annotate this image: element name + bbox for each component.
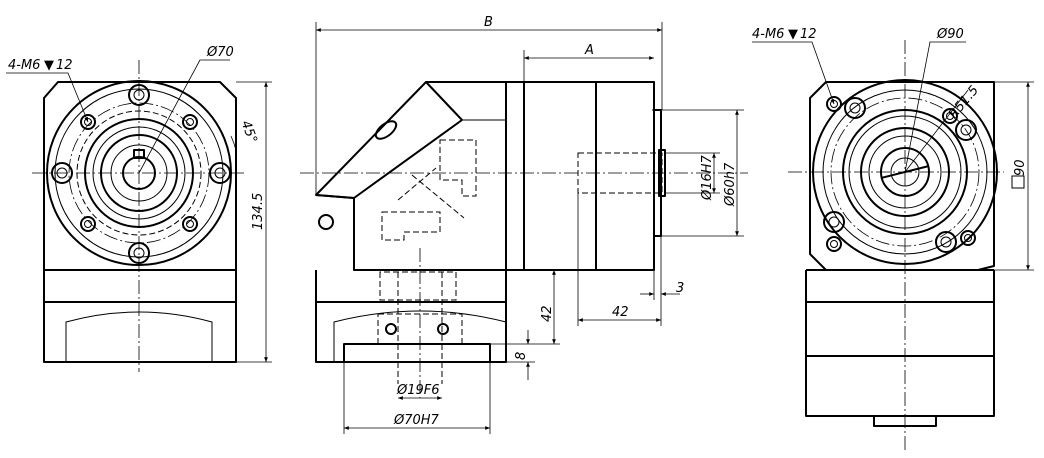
right-thread-note: 4-M6: [752, 27, 784, 42]
dim-shaft-diameter: Ø16H7: [700, 154, 715, 201]
dim-shaft-length: 42: [612, 305, 629, 320]
right-pcd: Ø90: [936, 27, 964, 42]
left-view: [6, 59, 272, 372]
dim-flange-thickness: 8: [514, 352, 529, 360]
dim-body-length: A: [584, 43, 594, 58]
left-thread-note: 4-M6: [8, 58, 40, 73]
right-thread-depth: 12: [800, 27, 817, 42]
middle-view: [300, 22, 748, 434]
right-view: [752, 40, 1034, 452]
dim-spigot-depth: 3: [676, 281, 684, 296]
dim-overall-length: B: [484, 15, 493, 30]
dim-input-bore: Ø19F6: [396, 383, 440, 398]
dim-input-pilot: Ø70H7: [393, 413, 440, 428]
dim-spigot-diameter: Ø60h7: [723, 162, 738, 207]
left-depth-symbol: ▼: [44, 58, 54, 73]
right-square: 90: [1013, 159, 1028, 176]
dim-input-depth: 42: [540, 305, 555, 322]
left-height: 134.5: [251, 193, 266, 230]
right-radius: R51.5: [946, 83, 982, 122]
left-thread-depth: 12: [56, 58, 73, 73]
left-angle: 45°: [238, 119, 260, 146]
right-depth-symbol: ▼: [788, 27, 798, 42]
left-pilot-diameter: Ø70: [206, 45, 234, 60]
